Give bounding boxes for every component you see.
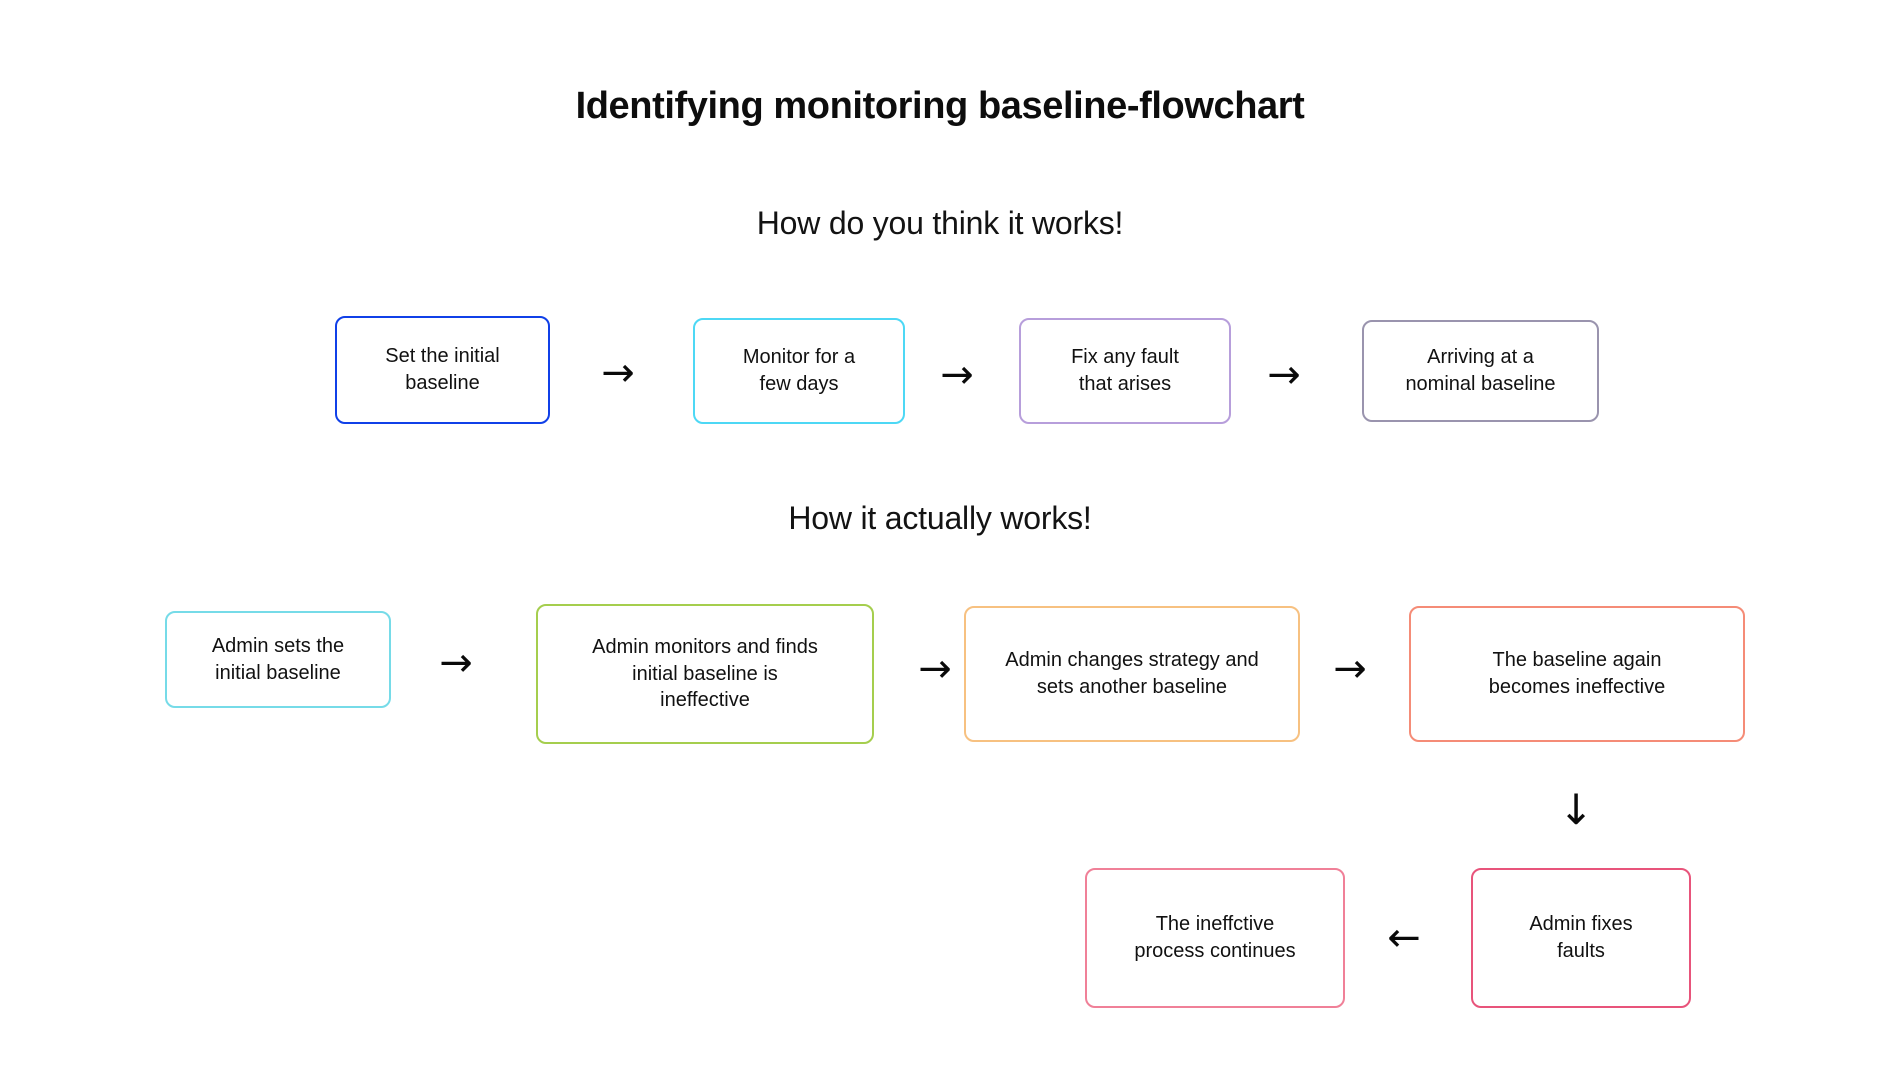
- flow-node-label: Admin monitors and finds initial baselin…: [592, 635, 818, 712]
- section-heading-expected: How do you think it works!: [756, 205, 1124, 241]
- flow-node-arriving-nominal-baseline[interactable]: Arriving at a nominal baseline: [1362, 320, 1599, 422]
- flow-node-label: Admin sets the initial baseline: [211, 634, 345, 684]
- flow-node-label: Arriving at a nominal baseline: [1405, 346, 1556, 395]
- arrow-right-icon: →: [439, 640, 473, 686]
- flow-node-admin-fixes-faults[interactable]: Admin fixes faults: [1471, 868, 1691, 1008]
- flow-node-label: Set the initial baseline: [385, 345, 500, 394]
- flow-node-baseline-again-ineffective[interactable]: The baseline again becomes ineffective: [1409, 606, 1745, 742]
- flow-node-admin-sets-initial-baseline[interactable]: Admin sets the initial baseline: [165, 611, 391, 708]
- flow-node-label: The ineffctive process continues: [1134, 913, 1296, 962]
- arrow-right-icon: →: [601, 350, 635, 396]
- flow-node-admin-changes-strategy[interactable]: Admin changes strategy and sets another …: [964, 606, 1300, 742]
- flow-node-label: Admin fixes faults: [1529, 913, 1633, 962]
- page-title: Identifying monitoring baseline-flowchar…: [575, 85, 1305, 127]
- flow-node-label: Monitor for a few days: [742, 346, 856, 395]
- section-heading-actual: How it actually works!: [788, 500, 1092, 536]
- flow-node-admin-monitors-finds-ineffective[interactable]: Admin monitors and finds initial baselin…: [536, 604, 874, 744]
- arrow-right-icon: →: [918, 646, 952, 692]
- arrow-left-icon: ←: [1387, 915, 1421, 961]
- flow-node-label: Fix any fault that arises: [1071, 346, 1179, 395]
- flow-node-ineffective-process-continues[interactable]: The ineffctive process continues: [1085, 868, 1345, 1008]
- flow-node-fix-any-fault[interactable]: Fix any fault that arises: [1019, 318, 1231, 424]
- arrow-down-icon: ↓: [1558, 785, 1594, 834]
- flow-node-set-initial-baseline[interactable]: Set the initial baseline: [335, 316, 550, 424]
- flow-node-label: The baseline again becomes ineffective: [1488, 649, 1666, 698]
- flow-node-monitor-few-days[interactable]: Monitor for a few days: [693, 318, 905, 424]
- flow-node-label: Admin changes strategy and sets another …: [1005, 649, 1259, 698]
- arrow-right-icon: →: [940, 352, 974, 398]
- arrow-right-icon: →: [1267, 352, 1301, 398]
- arrow-right-icon: →: [1333, 646, 1367, 692]
